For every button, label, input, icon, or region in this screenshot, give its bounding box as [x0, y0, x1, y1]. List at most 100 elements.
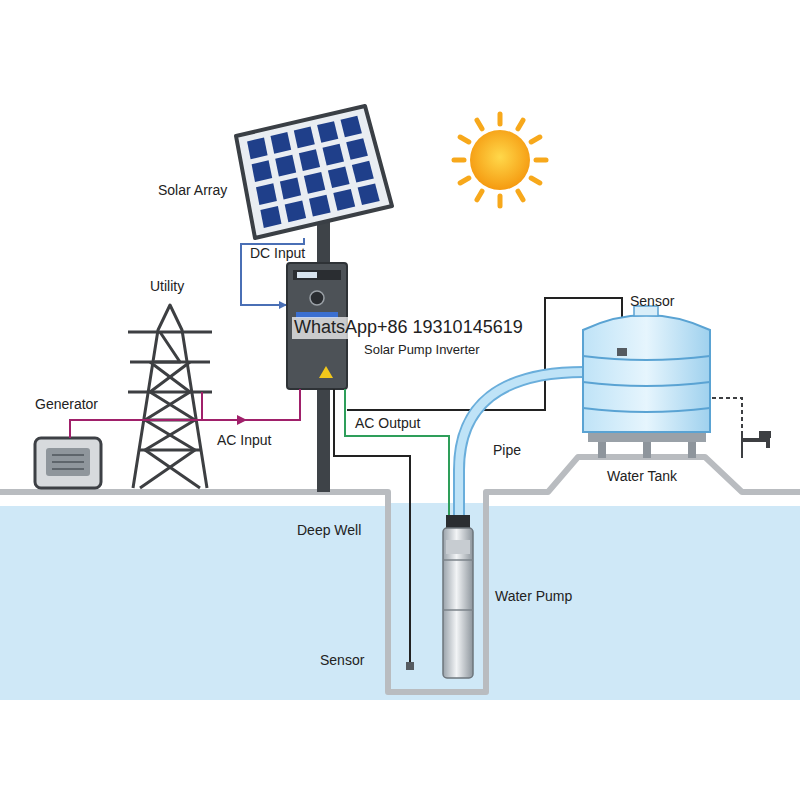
ac-output-wire: [345, 389, 449, 515]
ac-input-wire: [70, 389, 300, 438]
delivery-pipe: [459, 372, 584, 515]
submersible-pump: [443, 609, 473, 611]
water-tank: [588, 432, 706, 442]
part-label: Water Tank: [607, 468, 677, 485]
sun-icon: [477, 191, 482, 200]
sun-icon: [454, 114, 546, 206]
part-label: Sensor: [320, 652, 364, 669]
signal-label: AC Output: [355, 415, 420, 432]
tank-outlet: [712, 398, 770, 458]
sun-icon: [536, 158, 546, 163]
utility-pylon: [128, 391, 212, 394]
sun-icon: [498, 114, 503, 124]
solar-panel: [333, 189, 355, 211]
generator-icon: [52, 468, 84, 470]
sun-icon: [454, 114, 546, 206]
sun-icon: [477, 120, 482, 129]
solar-panel: [299, 149, 320, 171]
part-label: Deep Well: [297, 522, 361, 539]
ac-input-wire: [246, 419, 282, 421]
part-label: Utility: [150, 278, 184, 295]
part-label: Solar Array: [158, 182, 227, 199]
generator-icon: [52, 454, 84, 456]
utility-pylon: [128, 305, 212, 488]
solar-panel: [260, 206, 281, 228]
tank-outlet: [712, 398, 742, 432]
sun-icon: [531, 137, 540, 142]
solar-panel: [328, 166, 350, 188]
solar-panel: [247, 138, 268, 160]
groundwater: [0, 503, 800, 700]
part-label: Generator: [35, 396, 98, 413]
delivery-pipe: [459, 372, 584, 515]
submersible-pump: [446, 540, 470, 554]
sun-icon: [454, 158, 464, 163]
submersible-pump: [443, 528, 473, 678]
ground-profile: [0, 457, 800, 692]
water-tank: [617, 348, 627, 356]
submersible-pump: [443, 559, 473, 561]
signal-label: AC Input: [217, 432, 271, 449]
solar-panel: [247, 116, 380, 228]
generator-icon: [35, 438, 101, 488]
sun-icon: [498, 196, 503, 206]
submersible-pump: [443, 515, 473, 678]
solar-panel: [309, 195, 331, 217]
generator-icon: [52, 461, 84, 463]
solar-panel: [358, 183, 380, 205]
ground-profile: [483, 455, 800, 506]
tank-outlet: [741, 432, 743, 458]
solar-panel: [285, 200, 306, 222]
solar-panel: [341, 116, 362, 138]
water-tank: [583, 306, 710, 458]
well-sensor: [406, 662, 414, 670]
inverter: [297, 272, 317, 278]
utility-pylon: [140, 449, 200, 452]
solar-panel: [304, 172, 325, 194]
submersible-pump: [446, 515, 470, 529]
tank-outlet: [742, 440, 768, 448]
tank-outlet: [760, 432, 770, 437]
sensor-wire: [347, 298, 622, 410]
device-label: Solar Pump Inverter: [362, 342, 482, 358]
inverter: [319, 366, 333, 378]
generator-icon: [35, 438, 101, 488]
part-label: Pipe: [493, 442, 521, 459]
utility-pylon: [128, 331, 212, 334]
solar-panel: [352, 161, 374, 183]
ac-output-wire: [345, 389, 449, 515]
part-label: Water Pump: [495, 588, 572, 605]
well-sensor: [406, 662, 414, 670]
solar-panel: [317, 121, 338, 143]
signal-label: DC Input: [250, 245, 305, 262]
sensor-wire: [334, 298, 622, 664]
solar-panel: [294, 127, 315, 149]
solar-panel: [236, 106, 392, 238]
groundwater: [0, 503, 800, 700]
inverter: [293, 270, 341, 280]
solar-panel: [346, 138, 368, 160]
solar-panel: [236, 106, 392, 238]
solar-panel: [271, 132, 292, 154]
utility-pylon: [155, 332, 180, 362]
ground-profile: [0, 455, 800, 692]
ac-input-wire: [201, 392, 203, 420]
sun-icon: [460, 137, 469, 142]
water-tank: [583, 356, 710, 412]
utility-pylon: [145, 362, 200, 488]
sun-icon: [470, 130, 530, 190]
solar-panel: [280, 178, 301, 200]
sun-icon: [460, 178, 469, 183]
ac-input-wire: [282, 389, 300, 420]
solar-panel: [256, 183, 277, 205]
watermark: WhatsApp+86 19310145619: [292, 317, 525, 339]
generator-icon: [46, 448, 90, 476]
sun-icon: [518, 120, 523, 129]
delivery-pipe: [459, 372, 584, 515]
part-label: Sensor: [630, 293, 674, 310]
water-tank: [583, 315, 710, 432]
sun-icon: [531, 178, 540, 183]
solar-panel: [323, 144, 345, 166]
